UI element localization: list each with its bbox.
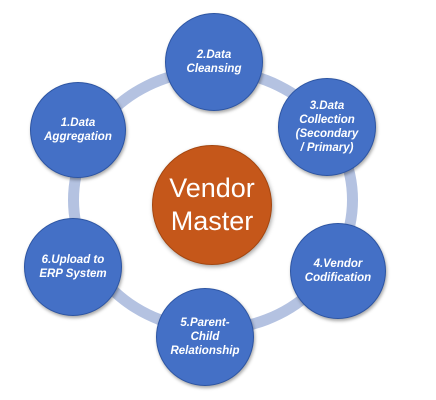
node-vendor-codification: 4.Vendor Codification xyxy=(290,223,386,319)
node-data-aggregation: 1.Data Aggregation xyxy=(30,82,126,178)
node-label: 6.Upload to ERP System xyxy=(39,254,107,280)
node-label: 2.Data Cleansing xyxy=(186,49,242,75)
node-label: 4.Vendor Codification xyxy=(304,258,372,284)
node-data-cleansing: 2.Data Cleansing xyxy=(165,13,263,111)
center-node-vendor-master: Vendor Master xyxy=(152,145,272,265)
node-label: 1.Data Aggregation xyxy=(44,117,112,143)
center-label: Vendor Master xyxy=(169,173,255,236)
node-upload-to-erp: 6.Upload to ERP System xyxy=(24,218,122,316)
node-parent-child-relationship: 5.Parent- Child Relationship xyxy=(156,288,254,386)
node-data-collection: 3.Data Collection (Secondary / Primary) xyxy=(278,78,376,176)
node-label: 5.Parent- Child Relationship xyxy=(170,317,240,357)
node-label: 3.Data Collection (Secondary / Primary) xyxy=(295,100,359,154)
